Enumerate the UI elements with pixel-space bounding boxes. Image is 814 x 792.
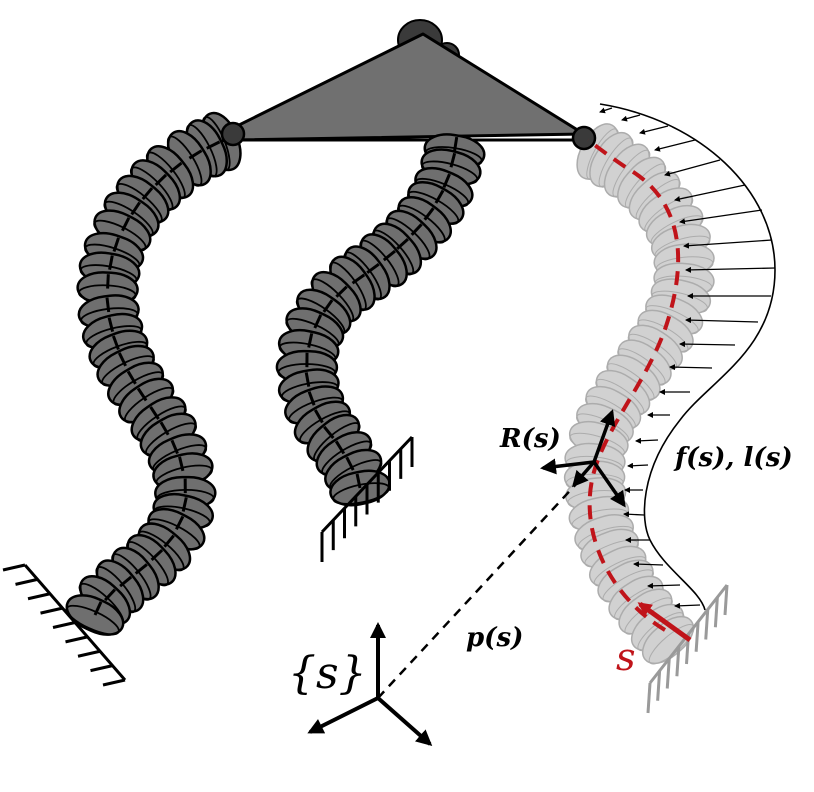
load-arrow: [621, 114, 641, 122]
coordinate-frame-icon: [307, 622, 433, 746]
load-arrow: [669, 364, 713, 371]
top-platform: [231, 19, 586, 142]
load-arrow: [664, 159, 721, 177]
load-arrow: [674, 602, 701, 609]
load-arrow: [647, 582, 681, 589]
continuum-leg-middle: [275, 133, 486, 507]
world-frame-label: {s}: [288, 648, 367, 699]
load-arrow: [654, 139, 696, 152]
load-arrow: [639, 125, 669, 135]
platform-joint-left: [220, 121, 246, 147]
load-arrow: [674, 184, 746, 202]
arc-length-curve: [586, 138, 681, 632]
continuum-leg-right-ghost: [563, 123, 715, 665]
leg-segment: [139, 412, 197, 457]
platform-triangle: [231, 32, 586, 142]
leg-segment: [359, 233, 408, 288]
continuum-leg-left: [65, 111, 242, 636]
load-arrow: [627, 462, 649, 469]
rotation-label: R(s): [499, 424, 561, 454]
load-arrow: [685, 266, 776, 273]
leg-segment: [65, 594, 125, 636]
load-arrow: [683, 239, 773, 249]
load-arrow: [633, 561, 664, 568]
position-vector: [377, 481, 579, 699]
load-arrow: [679, 209, 763, 225]
ground-hatch-icon: [2, 563, 127, 687]
leg-segment: [118, 377, 175, 424]
position-label: p(s): [466, 623, 523, 653]
load-arrow: [685, 317, 759, 324]
platform-joint-right: [571, 125, 597, 151]
load-arrow: [599, 107, 613, 114]
load-arrow: [679, 341, 736, 348]
distributed-load-envelope: [599, 103, 776, 611]
load-arrow: [623, 511, 645, 518]
ground-hatch-icon: [320, 435, 414, 562]
local-frame-icon: [540, 409, 626, 508]
distributed-load-icon: [599, 107, 776, 609]
loads-label: f(s), l(s): [673, 443, 793, 473]
arc-length-label: s: [616, 635, 636, 679]
arc-length-arrow: [637, 601, 692, 643]
load-arrow: [635, 437, 659, 444]
